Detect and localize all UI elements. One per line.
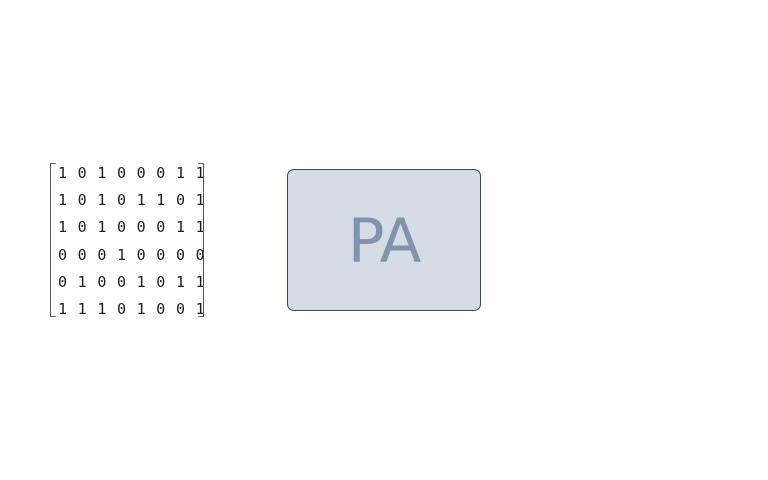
pa-block: PA	[287, 169, 481, 311]
matrix-left-bracket	[50, 163, 56, 317]
matrix-row-1: 1 0 1 0 0 0 1 1	[58, 163, 206, 183]
matrix-row-3: 1 0 1 0 0 0 1 1	[58, 218, 206, 237]
matrix-row-6: 1 1 1 0 1 0 0 1	[58, 299, 206, 319]
matrix-row-2: 1 0 1 0 1 1 0 1	[58, 190, 206, 210]
binary-matrix: 1 0 1 0 0 0 1 1 1 0 1 0 1 1 0 1 1 0 1 0 …	[48, 163, 206, 318]
matrix-row-5: 0 1 0 0 1 0 1 1	[58, 272, 206, 291]
matrix-right-bracket	[198, 163, 204, 317]
matrix-row-4: 0 0 0 1 0 0 0 0	[58, 245, 206, 264]
matrix-rows: 1 0 1 0 0 0 1 1 1 0 1 0 1 1 0 1 1 0 1 0 …	[58, 163, 206, 326]
pa-block-label: PA	[347, 205, 422, 277]
